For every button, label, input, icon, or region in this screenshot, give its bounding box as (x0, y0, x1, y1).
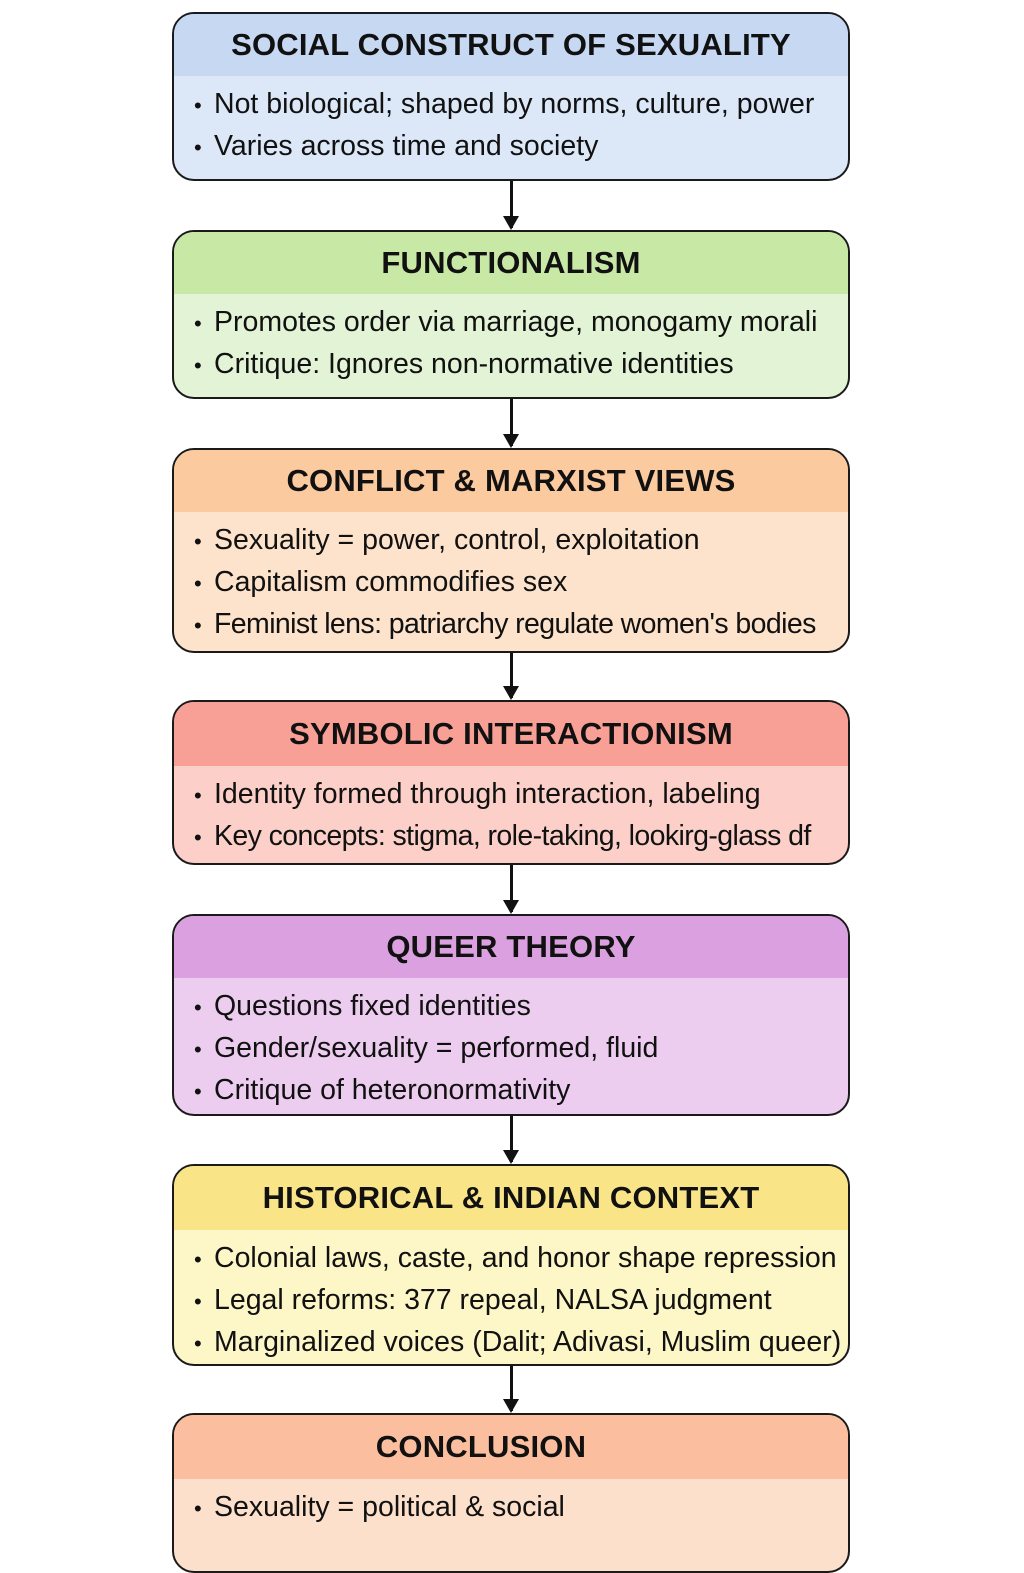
box-title: CONFLICT & MARXIST VIEWS (174, 450, 848, 512)
box-body: Questions fixed identities Gender/sexual… (174, 978, 848, 1112)
box-body: Identity formed through interaction, lab… (174, 766, 848, 858)
bullet-item: Feminist lens: patriarchy regulate women… (194, 604, 848, 646)
box-title: HISTORICAL & INDIAN CONTEXT (174, 1166, 848, 1230)
box-body: Sexuality = power, control, exploitation… (174, 512, 848, 646)
box-conflict-marxist: CONFLICT & MARXIST VIEWS Sexuality = pow… (172, 448, 850, 653)
arrow-down-icon (503, 1366, 519, 1413)
box-conclusion: CONCLUSION Sexuality = political & socia… (172, 1413, 850, 1573)
arrow-down-icon (503, 653, 519, 700)
bullet-item: Legal reforms: 377 repeal, NALSA judgmen… (194, 1280, 848, 1322)
bullet-item: Colonial laws, caste, and honor shape re… (194, 1238, 848, 1280)
arrow-down-icon (503, 1116, 519, 1164)
box-historical-indian-context: HISTORICAL & INDIAN CONTEXT Colonial law… (172, 1164, 850, 1366)
box-social-construct: SOCIAL CONSTRUCT OF SEXUALITY Not biolog… (172, 12, 850, 181)
box-title: CONCLUSION (174, 1415, 848, 1479)
arrow-down-icon (503, 865, 519, 914)
bullet-item: Marginalized voices (Dalit; Adivasi, Mus… (194, 1322, 848, 1364)
bullet-item: Identity formed through interaction, lab… (194, 774, 848, 816)
arrow-down-icon (503, 399, 519, 448)
arrow-down-icon (503, 181, 519, 230)
box-title: QUEER THEORY (174, 916, 848, 978)
box-body: Not biological; shaped by norms, culture… (174, 76, 848, 168)
bullet-item: Gender/sexuality = performed, fluid (194, 1028, 848, 1070)
box-body: Promotes order via marriage, monogamy mo… (174, 294, 848, 386)
box-title: SOCIAL CONSTRUCT OF SEXUALITY (174, 14, 848, 76)
box-symbolic-interactionism: SYMBOLIC INTERACTIONISM Identity formed … (172, 700, 850, 865)
bullet-item: Varies across time and society (194, 126, 848, 168)
box-title: FUNCTIONALISM (174, 232, 848, 294)
bullet-item: Key concepts: stigma, role-taking, looki… (194, 816, 848, 858)
bullet-item: Not biological; shaped by norms, culture… (194, 84, 848, 126)
box-body: Sexuality = political & social (174, 1479, 848, 1529)
bullet-item: Capitalism commodifies sex (194, 562, 848, 604)
bullet-item: Critique of heteronormativity (194, 1070, 848, 1112)
bullet-item: Critique: Ignores non-normative identiti… (194, 344, 848, 386)
bullet-item: Sexuality = power, control, exploitation (194, 520, 848, 562)
box-functionalism: FUNCTIONALISM Promotes order via marriag… (172, 230, 850, 399)
box-title: SYMBOLIC INTERACTIONISM (174, 702, 848, 766)
box-body: Colonial laws, caste, and honor shape re… (174, 1230, 848, 1364)
bullet-item: Sexuality = political & social (194, 1487, 848, 1529)
bullet-item: Promotes order via marriage, monogamy mo… (194, 302, 848, 344)
bullet-item: Questions fixed identities (194, 986, 848, 1028)
box-queer-theory: QUEER THEORY Questions fixed identities … (172, 914, 850, 1116)
